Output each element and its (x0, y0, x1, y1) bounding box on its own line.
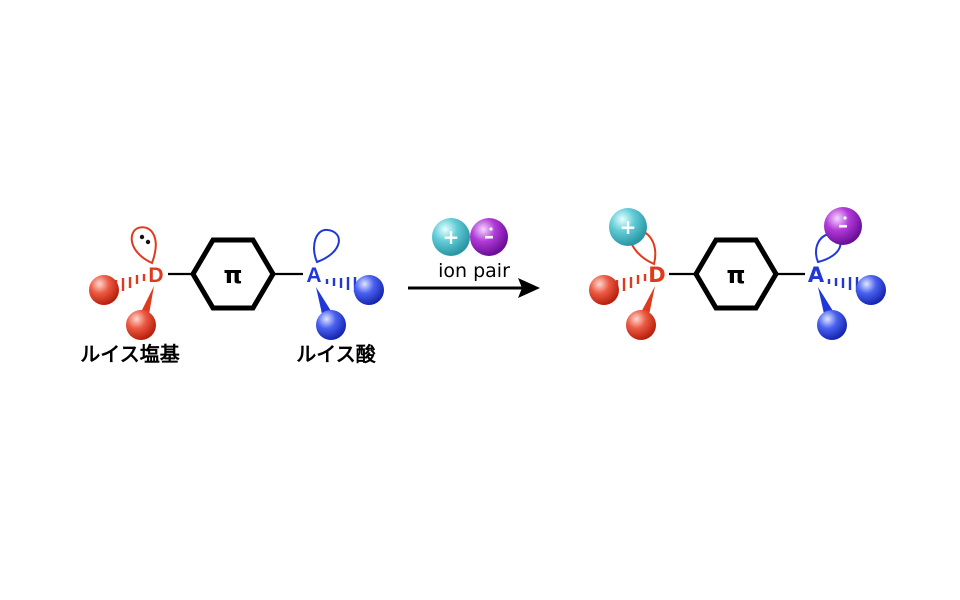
right-molecule: + D π – A (589, 207, 886, 340)
bound-cation-sphere (609, 208, 647, 246)
bound-anion-electron-dot (843, 216, 847, 220)
lewis-acid-label: ルイス酸 (296, 342, 376, 366)
bound-anion-sphere (824, 207, 862, 245)
cation-sphere (432, 218, 470, 256)
acceptor-atom-label-right: A (808, 263, 825, 287)
acceptor-substituent-sphere-bottom-right (817, 310, 847, 340)
anion-electron-dot (489, 227, 493, 231)
donor-substituent-sphere-bottom-right (626, 310, 656, 340)
acceptor-orbital-lobe (313, 228, 340, 264)
donor-substituent-sphere-left (89, 275, 119, 305)
lewis-base-label: ルイス塩基 (80, 342, 180, 366)
ion-pair-caption: ion pair (438, 260, 510, 282)
acceptor-substituent-sphere-right-right (856, 275, 886, 305)
reaction-arrow-head (518, 278, 540, 298)
bound-cation-sign: + (620, 215, 637, 239)
anion-sign: – (484, 224, 494, 248)
left-molecule: D π A ルイス塩基 ルイス酸 (80, 226, 384, 366)
pi-label: π (224, 261, 243, 289)
acceptor-hashed-bond (325, 277, 357, 292)
acceptor-hashed-bond-right (827, 277, 859, 292)
cation-sign: + (443, 225, 460, 249)
donor-substituent-sphere-left-right (589, 275, 619, 305)
acceptor-wedge-bond-right (818, 287, 833, 314)
donor-substituent-sphere-bottom (126, 310, 156, 340)
donor-lone-pair-lobe (130, 226, 157, 265)
bound-anion-sign: – (838, 213, 848, 237)
acceptor-atom-label: A (306, 264, 321, 287)
donor-hashed-bond (114, 274, 146, 294)
acceptor-substituent-sphere-bottom (316, 310, 346, 340)
pi-label-right: π (727, 261, 746, 289)
donor-atom-label-right: D (648, 263, 665, 287)
acceptor-wedge-bond (316, 287, 331, 314)
reaction-arrow-group: + – ion pair (408, 218, 540, 298)
acceptor-substituent-sphere-right (354, 275, 384, 305)
anion-sphere (470, 218, 508, 256)
donor-atom-label: D (148, 264, 163, 287)
donor-hashed-bond-right (615, 274, 647, 294)
